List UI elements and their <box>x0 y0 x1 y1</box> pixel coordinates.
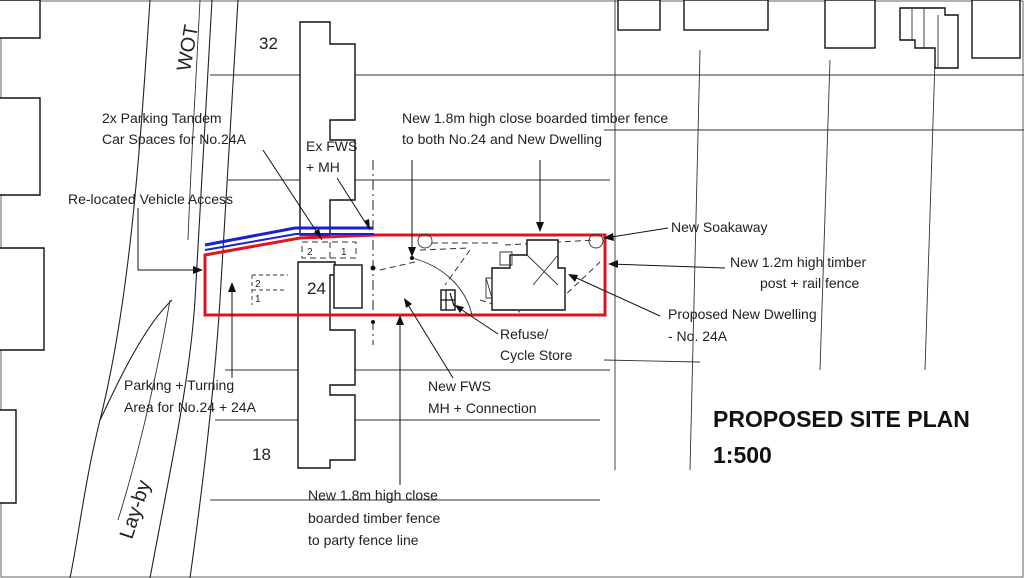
annotation-new-fence: New 1.8m high close boarded timber fence <box>402 110 668 126</box>
bay-number: 2 <box>255 279 261 290</box>
parking-space-number: 2 <box>307 247 313 258</box>
annotation-party-fence: boarded timber fence <box>308 510 441 526</box>
annotation-parking-tandem: Car Spaces for No.24A <box>102 131 247 147</box>
top-right-buildings <box>617 0 1021 69</box>
annotation-refuse-store: Cycle Store <box>500 347 573 363</box>
leader-lines <box>137 149 726 485</box>
plot-number-18: 18 <box>252 445 271 464</box>
leader-arrowheads <box>193 219 618 325</box>
tandem-parking-spaces <box>301 241 357 259</box>
manhole-dot <box>371 320 375 324</box>
annotation-party-fence: to party fence line <box>308 532 419 548</box>
proposed-dwelling-footprint <box>485 239 566 311</box>
layby-edge <box>99 299 173 521</box>
annotation-party-fence: New 1.8m high close <box>308 487 438 503</box>
annotation-new-fws: MH + Connection <box>428 400 537 416</box>
driveway-arc <box>411 257 473 316</box>
road-name: WOT <box>173 23 203 73</box>
manhole-dot <box>410 256 414 260</box>
annotation-rail-fence: post + rail fence <box>760 275 859 291</box>
plot-number-24: 24 <box>307 279 326 298</box>
soakaway-new-circle <box>588 233 604 249</box>
vehicle-access-lines <box>204 226 374 251</box>
annotation-rail-fence: New 1.2m high timber <box>730 254 867 270</box>
annotation-parking-turning: Area for No.24 + 24A <box>124 399 257 415</box>
annotation-parking-turning: Parking + Turning <box>124 377 234 393</box>
turning-area-bays <box>251 274 288 305</box>
plot-number-32: 32 <box>259 34 278 53</box>
annotation-new-fence: to both No.24 and New Dwelling <box>402 131 602 147</box>
annotation-ex-fws: Ex FWS <box>306 138 357 154</box>
annotation-refuse-store: Refuse/ <box>500 326 548 342</box>
annotation-new-soakaway: New Soakaway <box>671 219 768 235</box>
layby-label: Lay-by <box>116 478 155 542</box>
drawing-title: PROPOSED SITE PLAN <box>713 406 970 432</box>
annotation-ex-fws: + MH <box>306 159 340 175</box>
bay-number: 1 <box>255 294 261 305</box>
drawing-scale: 1:500 <box>713 442 772 468</box>
left-buildings <box>0 0 45 504</box>
annotation-proposed-dwelling: Proposed New Dwelling <box>668 306 817 322</box>
parking-space-number: 1 <box>341 247 347 258</box>
refuse-store-symbol <box>440 289 456 311</box>
road-edges <box>69 0 239 578</box>
annotation-proposed-dwelling: - No. 24A <box>668 328 728 344</box>
soakaway-existing-circle <box>417 233 433 249</box>
annotation-relocated-access: Re-located Vehicle Access <box>68 191 233 207</box>
site-boundary <box>203 233 607 317</box>
property-boundaries <box>210 0 1024 501</box>
manhole-dot <box>370 265 376 271</box>
annotation-parking-tandem: 2x Parking Tandem <box>102 110 222 126</box>
annotation-new-fws: New FWS <box>428 378 491 394</box>
